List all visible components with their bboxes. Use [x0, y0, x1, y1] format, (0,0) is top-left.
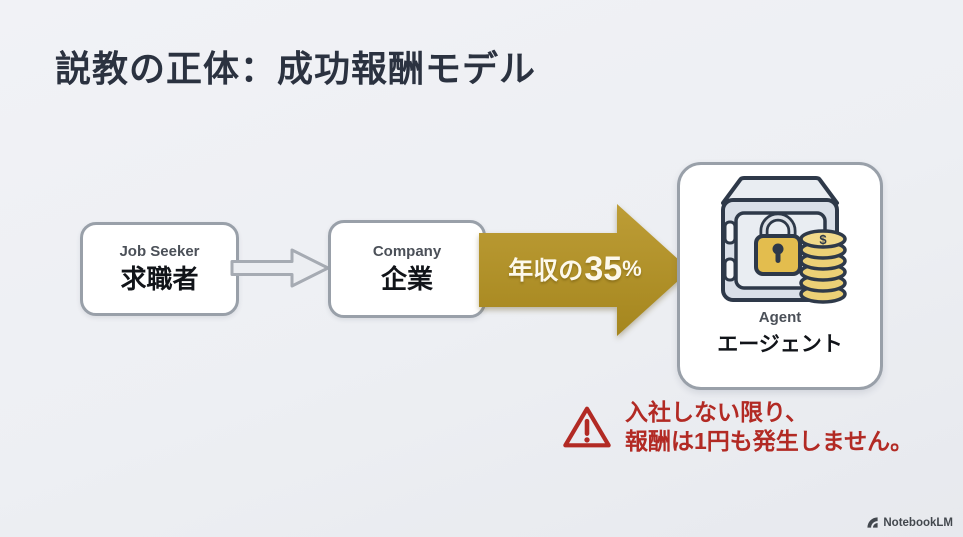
job-seeker-label-en: Job Seeker	[119, 242, 200, 260]
company-label-ja: 企業	[380, 263, 433, 294]
node-company: Company 企業	[328, 220, 486, 318]
fee-prefix: 年収の	[508, 257, 584, 285]
node-job-seeker: Job Seeker 求職者	[80, 222, 239, 316]
warning-line2: 報酬は1円も発生しません。	[625, 428, 914, 454]
warning-icon	[563, 406, 611, 448]
safe-icon: $	[721, 176, 847, 304]
node-agent: $ Agent エージェント	[677, 162, 883, 390]
job-seeker-label-ja: 求職者	[120, 263, 199, 294]
page-title: 説教の正体：成功報酬モデル	[55, 48, 537, 89]
notebooklm-logo-icon	[867, 517, 878, 528]
watermark: NotebookLM	[866, 516, 953, 529]
agent-label-ja: エージェント	[717, 333, 843, 356]
svg-text:$: $	[819, 232, 827, 247]
fee-value: 35	[584, 249, 623, 288]
fee-suffix: %	[622, 256, 642, 281]
company-label-en: Company	[372, 242, 442, 260]
warning-text: 入社しない限り、 報酬は1円も発生しません。	[625, 398, 913, 456]
gold-fee-arrow-icon	[479, 204, 690, 336]
agent-label-en: Agent	[758, 309, 802, 326]
warning-line1: 入社しない限り、	[625, 399, 809, 425]
arrow-right-icon	[230, 248, 330, 288]
watermark-label: NotebookLM	[883, 516, 953, 529]
warning-note: 入社しない限り、 報酬は1円も発生しません。	[562, 398, 913, 456]
